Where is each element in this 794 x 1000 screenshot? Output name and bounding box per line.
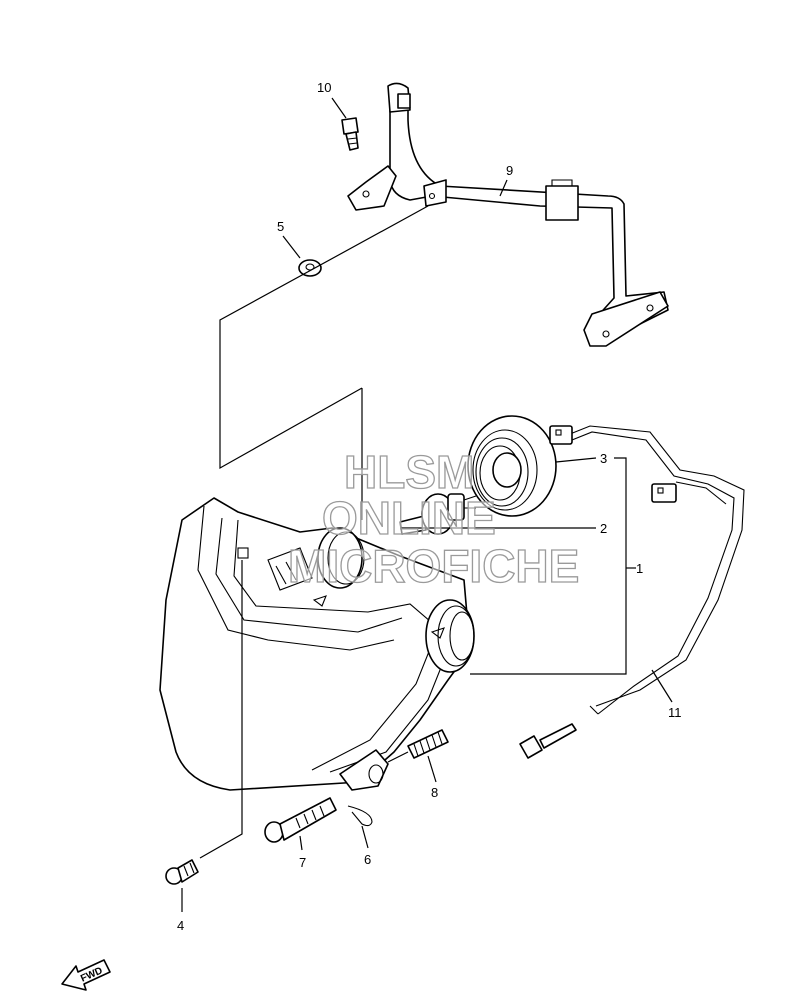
callout-4: 4: [177, 918, 184, 933]
screw-7: [264, 797, 337, 843]
clip-6: [347, 805, 373, 827]
callout-3: 3: [600, 451, 607, 466]
callout-numbers: 1 2 3 4 5 6 7 8 9 10 11: [177, 80, 682, 933]
socket-cover-3: [467, 415, 557, 517]
watermark-line-1: HLSM: [344, 446, 474, 498]
spring-8: [407, 729, 449, 759]
leader-lines: [181, 97, 673, 912]
callout-1: 1: [636, 561, 643, 576]
headlight-housing-1: [159, 497, 475, 791]
screw-4: [165, 859, 199, 885]
callout-10: 10: [317, 80, 331, 95]
fwd-arrow-label: FWD: [79, 965, 104, 984]
callout-5: 5: [277, 219, 284, 234]
callout-9: 9: [506, 163, 513, 178]
callout-8: 8: [431, 785, 438, 800]
watermark-line-2: ONLINE: [322, 492, 496, 544]
callout-7: 7: [299, 855, 306, 870]
wire-harness-11: [519, 425, 745, 759]
callout-6: 6: [364, 852, 371, 867]
headlight-stay-bracket: [347, 82, 669, 347]
watermark: HLSM ONLINE MICROFICHE: [287, 445, 580, 592]
callout-2: 2: [600, 521, 607, 536]
bulb-2: [399, 493, 477, 535]
watermark-line-3: MICROFICHE: [288, 540, 579, 592]
bolt-10: [341, 117, 359, 151]
callout-11: 11: [668, 705, 682, 720]
grommet-5: [298, 259, 322, 277]
fwd-arrow: FWD: [61, 959, 111, 991]
